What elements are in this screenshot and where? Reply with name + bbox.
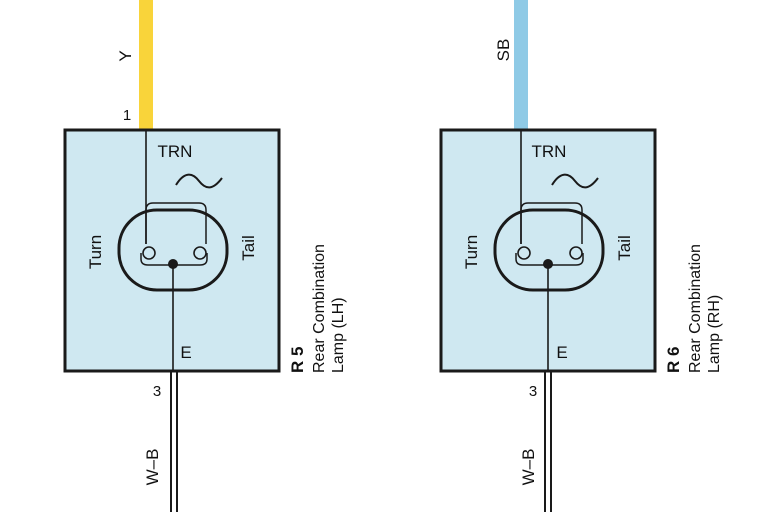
- tail-label: Tail: [239, 235, 258, 261]
- component-name-line2: Lamp (LH): [330, 297, 347, 373]
- input-wire-sky-blue: [514, 0, 528, 130]
- turn-label: Turn: [462, 235, 481, 269]
- component-name-line1: Rear Combination: [687, 244, 704, 373]
- turn-label: Turn: [86, 235, 105, 269]
- ground-wire-color-label: W–B: [519, 449, 538, 486]
- component-name-line2: Lamp (RH): [706, 295, 723, 373]
- terminal-trn-label: TRN: [532, 142, 567, 161]
- component-box: [63, 128, 281, 373]
- bulb-icon: [493, 202, 605, 292]
- tail-label: Tail: [615, 235, 634, 261]
- terminal-trn-label: TRN: [158, 142, 193, 161]
- terminal-e-label: E: [556, 343, 567, 362]
- wire-color-label: SB: [494, 39, 513, 62]
- input-wire-yellow: [139, 0, 153, 130]
- component-r6: SB TRN Turn Tail E 3 W–B R 6: [439, 0, 723, 512]
- component-id: R 5: [288, 347, 307, 373]
- wire-color-label: Y: [116, 50, 135, 61]
- pin-number-bottom: 3: [153, 383, 161, 400]
- output-wire-wb: [544, 371, 552, 512]
- ground-wire-color-label: W–B: [143, 449, 162, 486]
- tilde-icon: [175, 173, 223, 189]
- tilde-icon: [551, 173, 599, 189]
- component-r5: Y 1 TRN Turn Tail E 3 W–B R 5: [63, 0, 347, 512]
- terminal-e-label: E: [180, 343, 191, 362]
- component-name-line1: Rear Combination: [311, 244, 328, 373]
- output-wire-wb: [170, 371, 178, 512]
- pin-number-top: 1: [123, 107, 131, 124]
- component-id: R 6: [664, 347, 683, 373]
- pin-number-bottom: 3: [529, 383, 537, 400]
